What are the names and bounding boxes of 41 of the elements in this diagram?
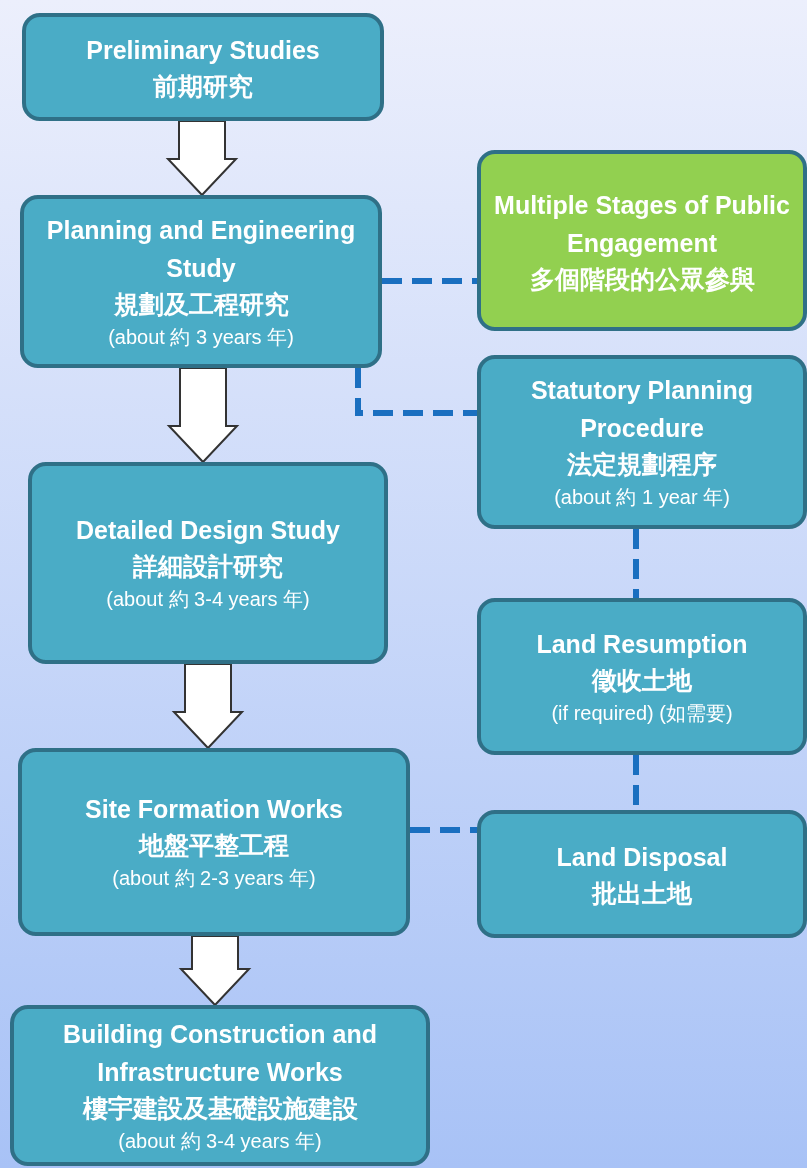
block-arrow <box>165 120 239 197</box>
box-title: Building Construction and Infrastructure Works <box>62 1018 378 1088</box>
box-subtitle: 地盤平整工程 <box>139 830 289 861</box>
duration-text: (about 約 3-4 years 年) <box>118 1128 322 1154</box>
box-title: Multiple Stages of Public Engagement <box>493 189 791 259</box>
dashed-connector <box>382 278 477 284</box>
dashed-connector <box>633 529 639 598</box>
process-box <box>477 355 807 529</box>
box-title: Land Disposal <box>556 842 728 873</box>
duration-text: (about 約 1 year 年) <box>554 485 730 510</box>
box-subtitle: 多個階段的公眾參與 <box>529 263 755 295</box>
box-subtitle: 批出土地 <box>592 878 692 909</box>
block-arrow <box>166 367 240 464</box>
duration-text: (if required) (如需要) <box>551 700 733 726</box>
process-box <box>10 1005 430 1166</box>
process-box <box>477 810 807 938</box>
box-subtitle: 樓宇建設及基礎設施建設 <box>82 1092 358 1124</box>
duration-text: (about 約 2-3 years 年) <box>112 866 316 891</box>
box-title: Detailed Design Study <box>76 515 340 546</box>
box-subtitle: 詳細設計研究 <box>133 551 283 582</box>
box-subtitle: 徵收土地 <box>592 664 692 696</box>
duration-text: (about 約 3 years 年) <box>108 324 294 350</box>
duration-text: (about 約 3-4 years 年) <box>106 587 310 612</box>
box-title: Preliminary Studies <box>86 35 320 66</box>
process-box <box>20 195 382 368</box>
process-box <box>28 462 388 664</box>
box-title: Planning and Engineering Study <box>45 214 357 284</box>
block-arrow <box>171 663 245 750</box>
block-arrow <box>178 935 252 1007</box>
box-title: Land Resumption <box>536 628 748 660</box>
dashed-connector <box>355 368 477 416</box>
dashed-connector <box>410 827 477 833</box>
box-subtitle: 法定規劃程序 <box>567 449 717 480</box>
box-subtitle: 規劃及工程研究 <box>113 288 289 320</box>
process-box <box>22 13 384 121</box>
box-title: Statutory Planning Procedure <box>529 375 755 444</box>
process-box <box>477 598 807 755</box>
box-title: Site Formation Works <box>85 794 343 825</box>
box-subtitle: 前期研究 <box>153 71 253 102</box>
process-box <box>18 748 410 936</box>
engagement-box <box>477 150 807 331</box>
